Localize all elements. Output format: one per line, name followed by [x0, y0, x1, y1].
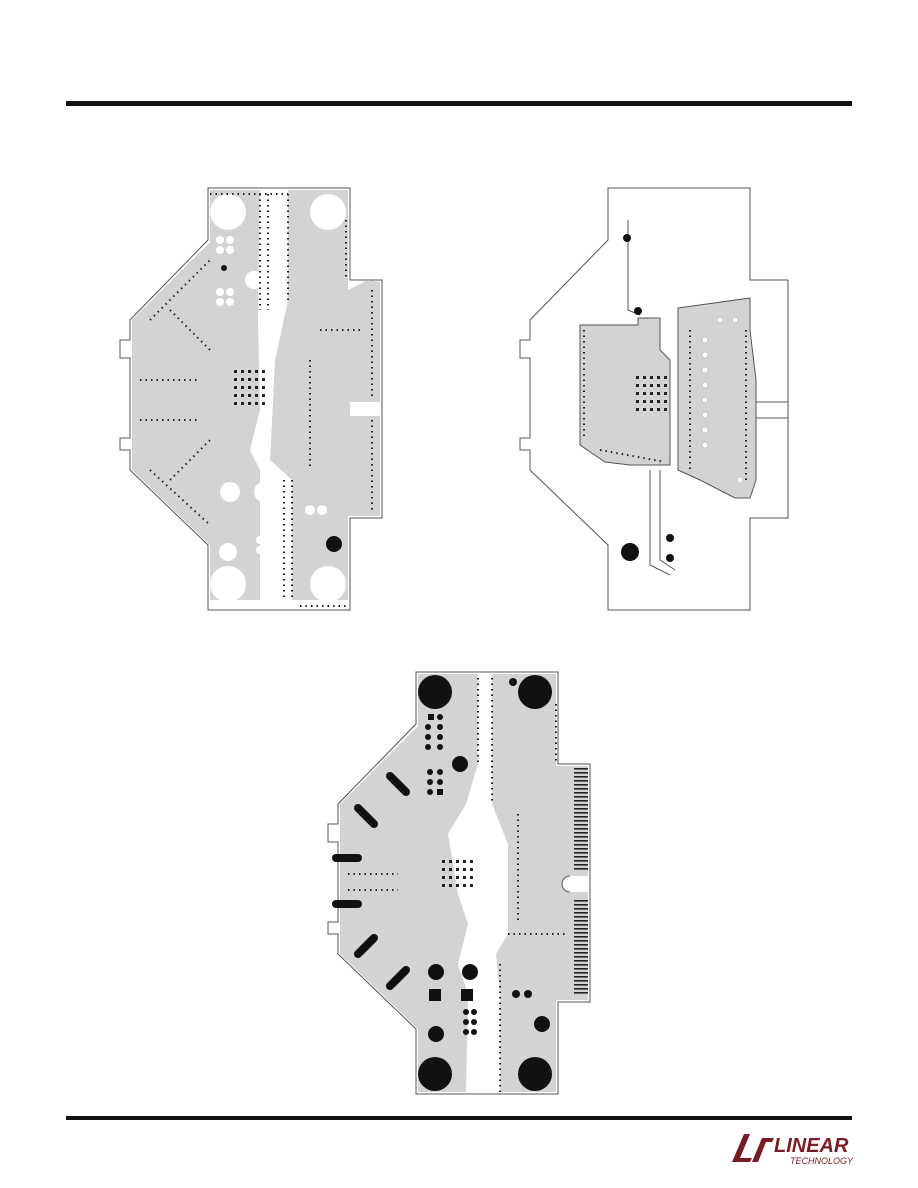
linear-technology-logo: LINEAR TECHNOLOGY [728, 1128, 854, 1168]
logo-subtitle: TECHNOLOGY [790, 1156, 854, 1166]
pcb-layer-top-right [510, 180, 800, 620]
pcb-layer-drawing [327, 671, 591, 1095]
logo-wordmark: LINEAR [774, 1135, 849, 1157]
pcb-layer-drawing [519, 187, 789, 611]
footer-rule [66, 1116, 852, 1120]
header-rule [66, 101, 852, 106]
pcb-layer-top-left [110, 180, 400, 620]
pcb-layer-bottom [318, 664, 608, 1104]
pcb-layer-drawing [119, 187, 383, 611]
